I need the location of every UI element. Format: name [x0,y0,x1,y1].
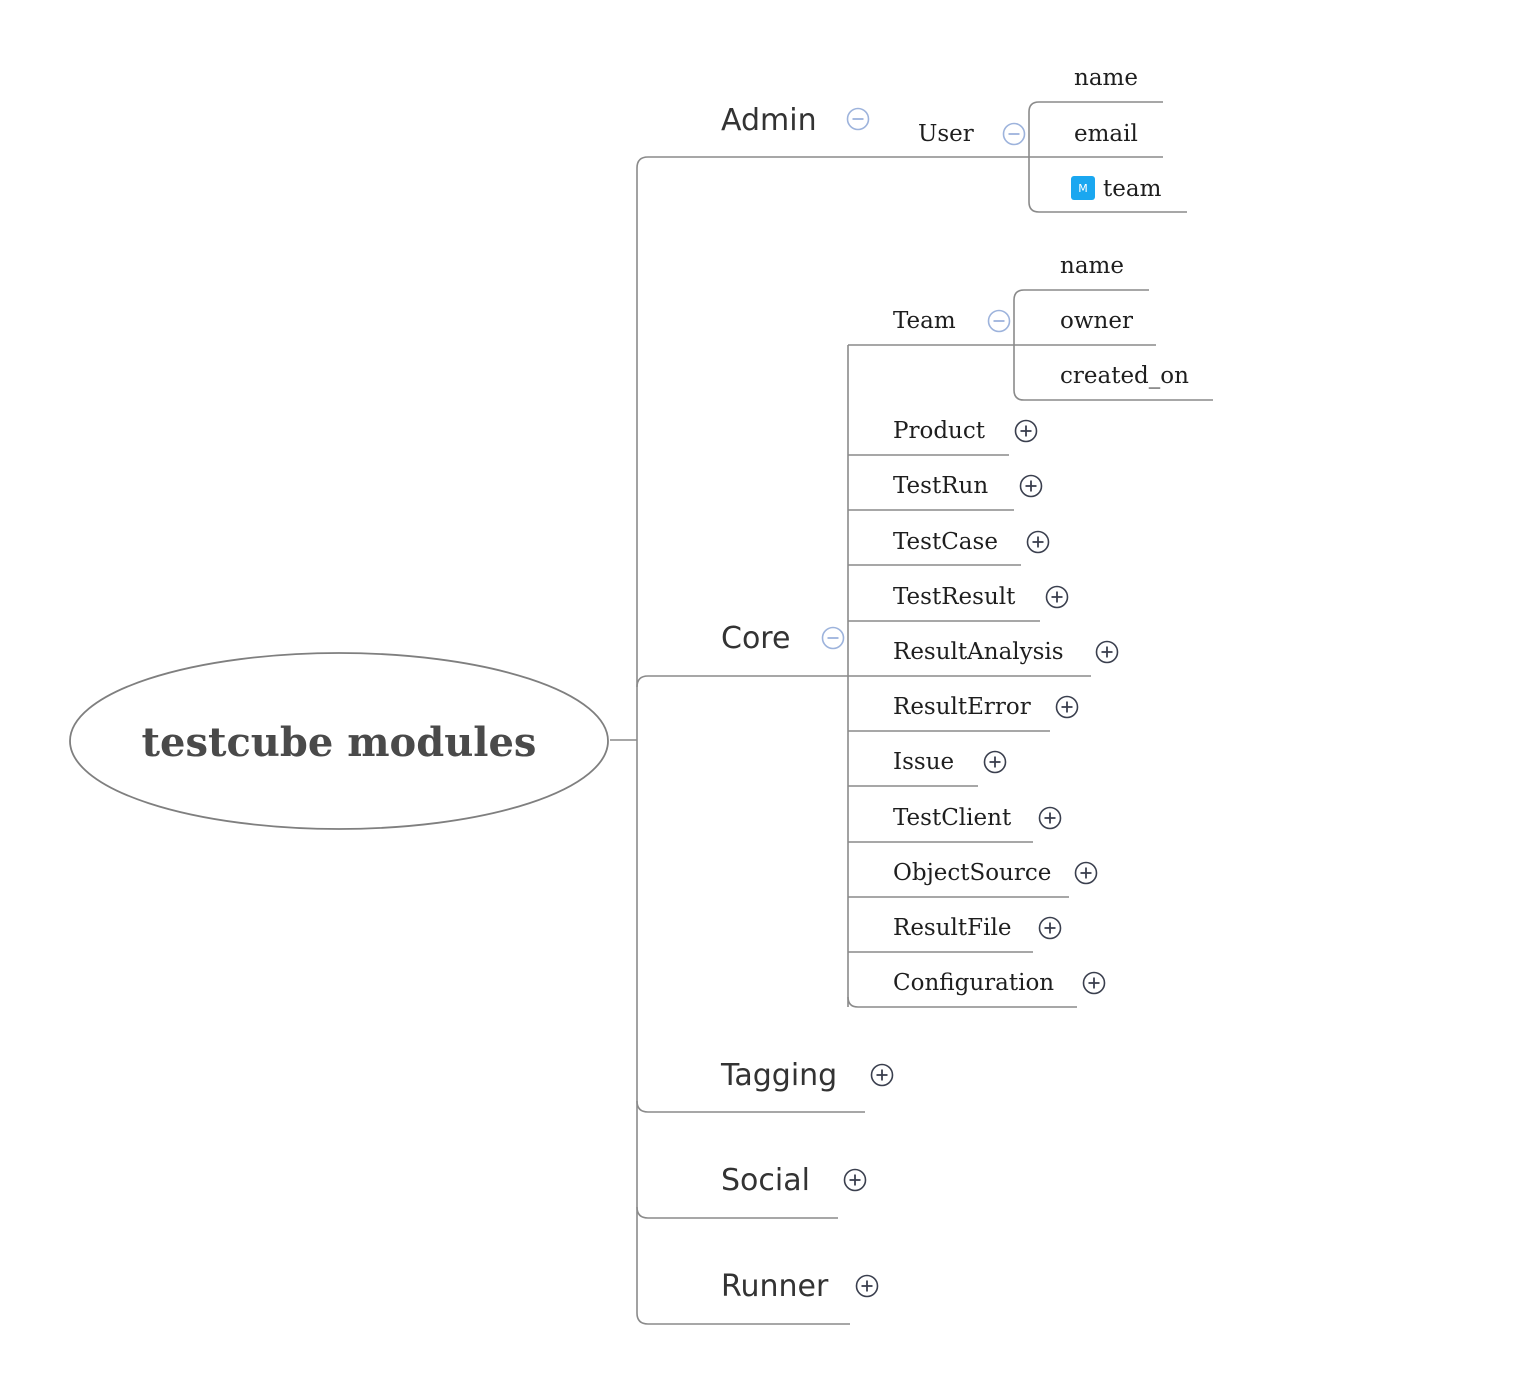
user-field-team-group[interactable]: M team [1071,176,1162,202]
user-field-team: team [1103,176,1162,202]
team-field-owner[interactable]: owner [1060,308,1133,334]
collapse-team-icon[interactable] [987,309,1011,333]
user-team-underline [1028,201,1187,213]
branch-social[interactable]: Social [721,1163,867,1198]
topic-testcase[interactable]: TestCase [893,529,1050,555]
root-oval [69,652,609,830]
topic-label-issue: Issue [893,749,954,775]
topic-label-testrun: TestRun [893,473,988,499]
topic-label-testcase: TestCase [893,529,998,555]
root-topic[interactable]: testcube modules [69,652,609,830]
social-underline [636,1206,838,1219]
topic-team[interactable]: Team [893,308,1011,334]
branch-tagging[interactable]: Tagging [720,1058,894,1093]
expand-runner-icon[interactable] [855,1274,879,1298]
team-field-name[interactable]: name [1060,253,1124,279]
expand-configuration-icon[interactable] [1082,971,1106,995]
branch-core[interactable]: Core [721,621,845,656]
topic-label-user: User [918,121,974,147]
user-field-email[interactable]: email [1074,121,1138,147]
branch-label-social: Social [721,1163,810,1198]
configuration-underline [847,996,1077,1008]
topic-label-team: Team [893,308,956,334]
topic-label-resultanalysis: ResultAnalysis [893,639,1064,665]
expand-resultfile-icon[interactable] [1038,916,1062,940]
topic-label-testresult: TestResult [893,584,1016,610]
marker-letter: M [1078,182,1088,195]
expand-issue-icon[interactable] [983,750,1007,774]
expand-testclient-icon[interactable] [1038,806,1062,830]
user-field-name[interactable]: name [1074,65,1138,91]
branch-label-admin: Admin [721,103,817,138]
root-label: testcube modules [142,719,537,766]
topic-objectsource[interactable]: ObjectSource [893,860,1098,886]
expand-social-icon[interactable] [843,1168,867,1192]
topic-testclient[interactable]: TestClient [893,805,1062,831]
collapse-admin-icon[interactable] [846,107,870,131]
team-field-created-on[interactable]: created_on [1060,363,1189,389]
connectors [610,101,1213,1325]
branch-label-runner: Runner [721,1269,829,1304]
topic-label-objectsource: ObjectSource [893,860,1051,886]
topic-testrun[interactable]: TestRun [893,473,1043,499]
topic-label-configuration: Configuration [893,970,1054,996]
topic-user[interactable]: User [918,121,1026,147]
branch-admin[interactable]: Admin [721,103,870,138]
topic-resultfile[interactable]: ResultFile [893,915,1062,941]
tagging-underline [636,1100,865,1113]
topic-resulterror[interactable]: ResultError [893,694,1079,720]
user-name-underline [1028,101,1163,113]
collapse-core-icon[interactable] [821,626,845,650]
topic-configuration[interactable]: Configuration [893,970,1106,996]
marker-icon: M [1071,176,1095,200]
topic-label-resultfile: ResultFile [893,915,1011,941]
branch-label-tagging: Tagging [720,1058,837,1093]
topic-label-product: Product [893,418,986,444]
expand-tagging-icon[interactable] [870,1063,894,1087]
topic-resultanalysis[interactable]: ResultAnalysis [893,639,1119,665]
branch-runner[interactable]: Runner [721,1269,879,1304]
admin-underline [636,156,1029,169]
expand-product-icon[interactable] [1014,419,1038,443]
expand-resultanalysis-icon[interactable] [1095,640,1119,664]
expand-resulterror-icon[interactable] [1055,695,1079,719]
runner-underline [636,1312,850,1325]
collapse-user-icon[interactable] [1002,122,1026,146]
core-underline [636,675,848,688]
topic-issue[interactable]: Issue [893,749,1007,775]
team-name-underline [1013,289,1149,301]
topic-label-testclient: TestClient [893,805,1012,831]
team-created-underline [1013,389,1213,401]
expand-testrun-icon[interactable] [1019,474,1043,498]
topic-label-resulterror: ResultError [893,694,1031,720]
topic-testresult[interactable]: TestResult [893,584,1069,610]
topic-product[interactable]: Product [893,418,1038,444]
branch-label-core: Core [721,621,790,656]
expand-testcase-icon[interactable] [1026,530,1050,554]
expand-objectsource-icon[interactable] [1074,861,1098,885]
expand-testresult-icon[interactable] [1045,585,1069,609]
